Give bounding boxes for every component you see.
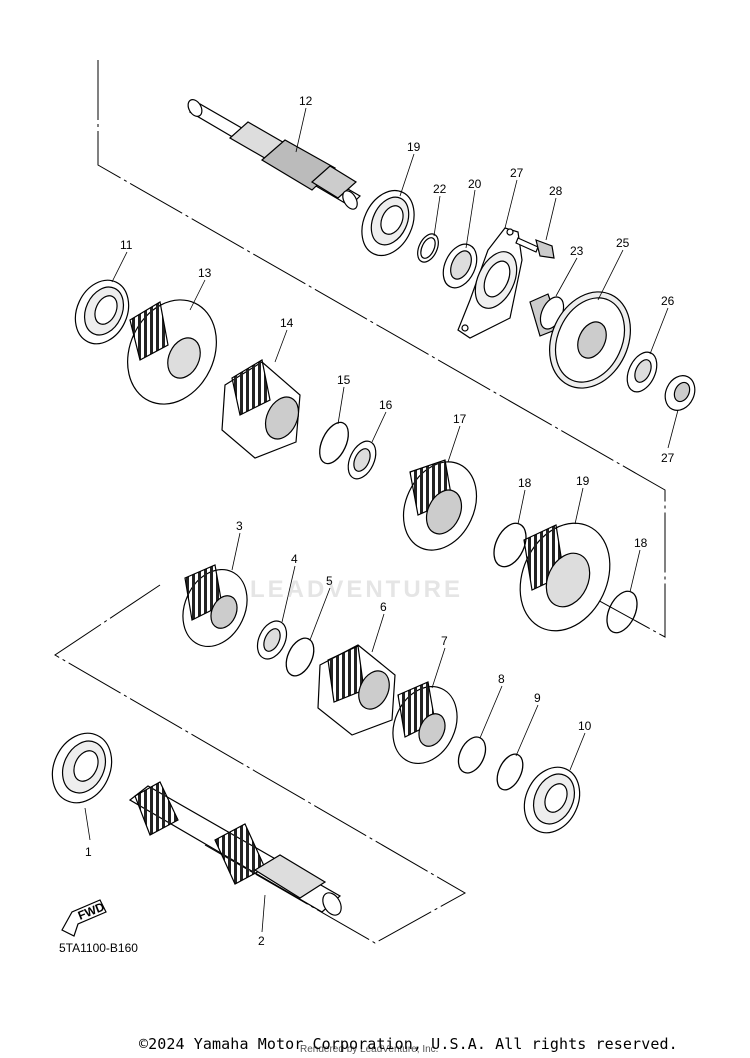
gear-14[interactable] [221, 359, 305, 459]
callout-5[interactable]: 5 [326, 574, 333, 588]
drive-axle-2[interactable] [128, 781, 345, 918]
callout-13[interactable]: 13 [198, 266, 212, 280]
main-axle-boundary [97, 60, 666, 638]
diagram-code: 5TA1100-B160 [59, 941, 138, 955]
gear-6[interactable] [317, 644, 396, 736]
callout-8[interactable]: 8 [498, 672, 505, 686]
gear-7[interactable] [381, 676, 469, 774]
circlip-9[interactable] [492, 750, 528, 794]
drive-sprocket-24[interactable] [534, 279, 645, 402]
callout-12[interactable]: 12 [299, 94, 313, 108]
callout-18b[interactable]: 18 [634, 536, 648, 550]
fwd-arrow-icon [61, 899, 107, 937]
callout-18a[interactable]: 18 [518, 476, 532, 490]
gear-19[interactable] [503, 508, 626, 645]
callout-17[interactable]: 17 [453, 412, 467, 426]
callout-14[interactable]: 14 [280, 316, 294, 330]
callout-20[interactable]: 19 [407, 140, 421, 154]
circlip-18a[interactable] [488, 518, 533, 572]
callout-19[interactable]: 19 [576, 474, 590, 488]
callout-6[interactable]: 6 [380, 600, 387, 614]
circlip-23[interactable] [414, 231, 443, 266]
nut-26[interactable] [660, 371, 701, 415]
watermark: LEADVENTURE [250, 576, 464, 603]
gear-17[interactable] [390, 450, 491, 562]
callout-3[interactable]: 3 [236, 519, 243, 533]
washer-16[interactable] [343, 437, 382, 483]
callout-25[interactable]: 26 [661, 294, 675, 308]
callout-9[interactable]: 9 [534, 691, 541, 705]
leader-lines [84, 107, 679, 933]
circlip-5[interactable] [281, 634, 320, 680]
callout-4[interactable]: 4 [291, 552, 298, 566]
callout-11[interactable]: 11 [120, 238, 133, 252]
callout-7[interactable]: 7 [441, 634, 448, 648]
callout-26[interactable]: 27 [661, 451, 675, 465]
gear-3[interactable] [171, 559, 259, 657]
callout-21[interactable]: 20 [468, 177, 482, 191]
bearing-11[interactable] [65, 272, 138, 353]
callout-27[interactable]: 27 [510, 166, 524, 180]
callout-22[interactable]: 23 [570, 244, 584, 258]
callout-28[interactable]: 28 [549, 184, 563, 198]
retainer-plate-27[interactable] [457, 227, 525, 339]
callout-24[interactable]: 25 [616, 236, 630, 250]
gear-13[interactable] [111, 285, 233, 418]
callout-23[interactable]: 22 [433, 182, 447, 196]
washer-4[interactable] [252, 616, 292, 663]
callout-10[interactable]: 10 [578, 719, 592, 733]
bearing-1[interactable] [41, 724, 122, 813]
callout-1[interactable]: 1 [85, 845, 92, 859]
callout-15[interactable]: 15 [337, 373, 351, 387]
circlip-8[interactable] [453, 733, 491, 778]
copyright-notice: ©2024 Yamaha Motor Corporation, U.S.A. A… [139, 1035, 678, 1053]
rendered-by-note: Rendered by LeadVenture, Inc. [300, 1044, 439, 1055]
lock-washer-25[interactable] [621, 347, 662, 396]
main-axle-12[interactable] [185, 97, 361, 211]
bearing-20[interactable] [352, 182, 424, 264]
oil-seal-21[interactable] [437, 239, 484, 293]
circlip-18b[interactable] [601, 587, 643, 638]
callout-2[interactable]: 2 [258, 934, 265, 948]
bearing-10[interactable] [514, 758, 590, 842]
callout-16[interactable]: 16 [379, 398, 393, 412]
fwd-label: FWD [76, 899, 107, 922]
circlip-15[interactable] [314, 418, 354, 468]
bolt-28[interactable] [515, 237, 555, 259]
callout-numbers: 12 19 22 20 27 28 23 25 26 27 11 13 14 1… [85, 94, 675, 948]
